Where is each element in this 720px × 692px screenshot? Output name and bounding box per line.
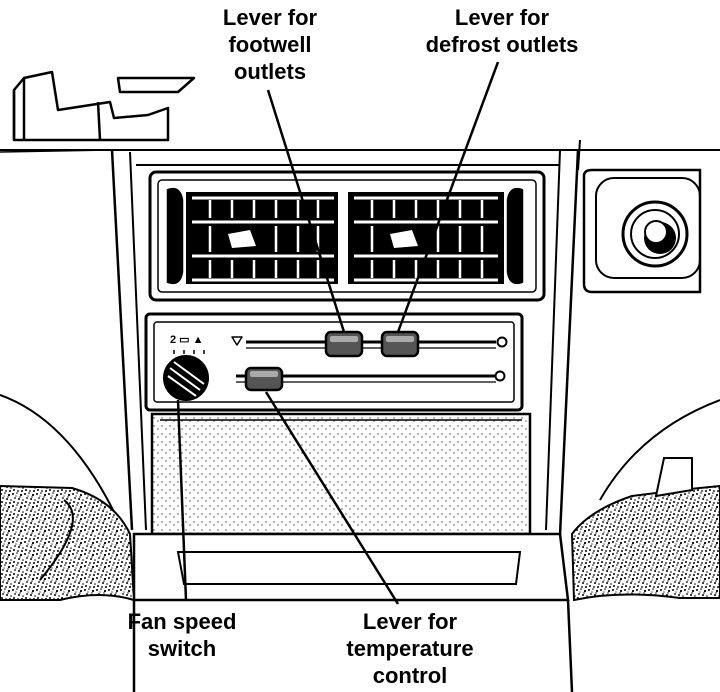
right-vent-grille [348,192,504,284]
fan-speed-knob [163,355,209,401]
label-footwell-line1: Lever for [222,5,318,30]
leader-fan [176,399,188,601]
label-temperature-line2: temperature [346,636,474,661]
steering-column-shape [12,70,196,142]
label-fan-speed-switch: Fan speed switch [112,608,252,662]
left-carpet [0,484,136,602]
label-footwell-line3: outlets [233,59,307,84]
label-defrost-line1: Lever for [454,5,550,30]
leader-defrost [396,61,500,333]
leader-temperature [264,391,400,605]
leader-footwell [266,89,346,333]
storage-compartment [150,412,532,536]
upper-track-end [496,336,508,348]
footwell-lever [324,330,364,358]
label-defrost-lever: Lever for defrost outlets [406,4,598,58]
left-vent-flap [166,187,184,285]
lower-track-end [494,370,506,382]
light-switch-housing [582,168,702,294]
right-seat-bracket [654,457,693,498]
tray-lid [132,532,574,692]
label-temperature-line1: Lever for [362,609,458,634]
right-carpet [570,484,720,602]
label-defrost-line2: defrost outlets [425,32,579,57]
right-vent-flap [506,187,524,285]
fan-dial-marks: 2 ▭ ▲ [170,334,204,346]
label-temperature-lever: Lever for temperature control [328,608,492,689]
label-fan-line1: Fan speed [127,609,237,634]
label-fan-line2: switch [147,636,217,661]
left-vent-grille [186,192,338,284]
label-footwell-line2: footwell [228,32,312,57]
track-arrow-mark [231,336,243,346]
control-panel [144,312,524,412]
label-footwell-lever: Lever for footwell outlets [208,4,332,85]
defrost-lever [380,330,420,358]
console-frame [110,149,580,536]
label-temperature-line3: control [372,663,448,688]
